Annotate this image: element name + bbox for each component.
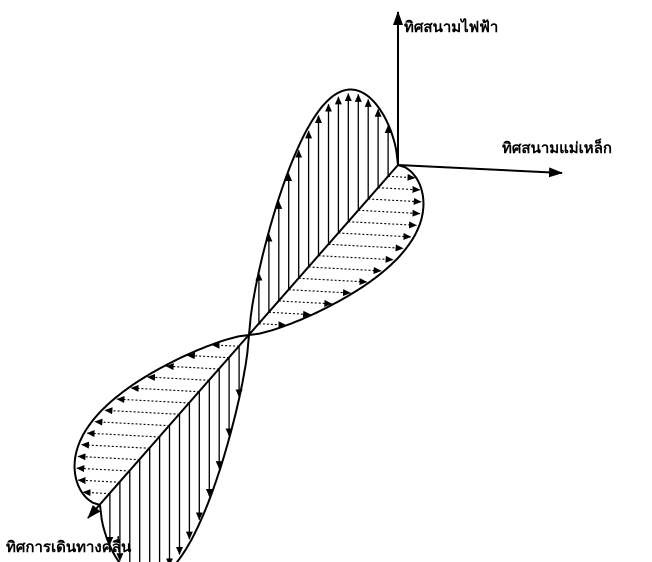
propagation-direction-label: ทิศการเดินทางคลื่น (6, 540, 131, 555)
magnetic-field-vector (259, 324, 286, 325)
magnetic-field-vector (87, 433, 160, 437)
magnetic-field-axis (398, 165, 562, 173)
magnetic-field-vector (166, 366, 219, 369)
magnetic-field-vector (82, 445, 150, 449)
magnetic-field-vector (95, 422, 170, 426)
magnetic-field-vector (269, 312, 311, 314)
magnetic-field-vector (329, 244, 404, 248)
magnetic-field-vector (117, 399, 189, 403)
magnetic-field-vector (78, 480, 120, 482)
magnetic-field-vector (289, 290, 351, 293)
magnetic-field-vector (338, 233, 411, 237)
magnetic-field-vector (105, 410, 180, 414)
magnetic-field-vector (319, 256, 394, 260)
magnetic-field-vector (148, 377, 210, 380)
magnetic-field-vector (83, 492, 110, 494)
magnetic-field-label: ทิศสนามแม่เหล็ก (502, 141, 612, 156)
magnetic-field-vector (131, 388, 199, 392)
magnetic-field-vector (368, 199, 421, 202)
propagation-axis (88, 165, 398, 518)
magnetic-field-vector (187, 355, 229, 357)
magnetic-field-vector (309, 267, 382, 271)
magnetic-field-vector (279, 301, 332, 304)
magnetic-field-vector (77, 468, 130, 471)
magnetic-field-vector (348, 222, 416, 226)
magnetic-field-vector (212, 345, 239, 346)
magnetic-field-vector (378, 188, 420, 190)
magnetic-field-vector (388, 176, 415, 178)
magnetic-field-vector (299, 278, 367, 282)
electric-field-label: ทิศสนามไฟฟ้า (404, 20, 498, 35)
magnetic-field-vector (358, 210, 420, 213)
magnetic-field-vector (78, 456, 140, 459)
electric-field-wave-envelope (100, 90, 398, 562)
